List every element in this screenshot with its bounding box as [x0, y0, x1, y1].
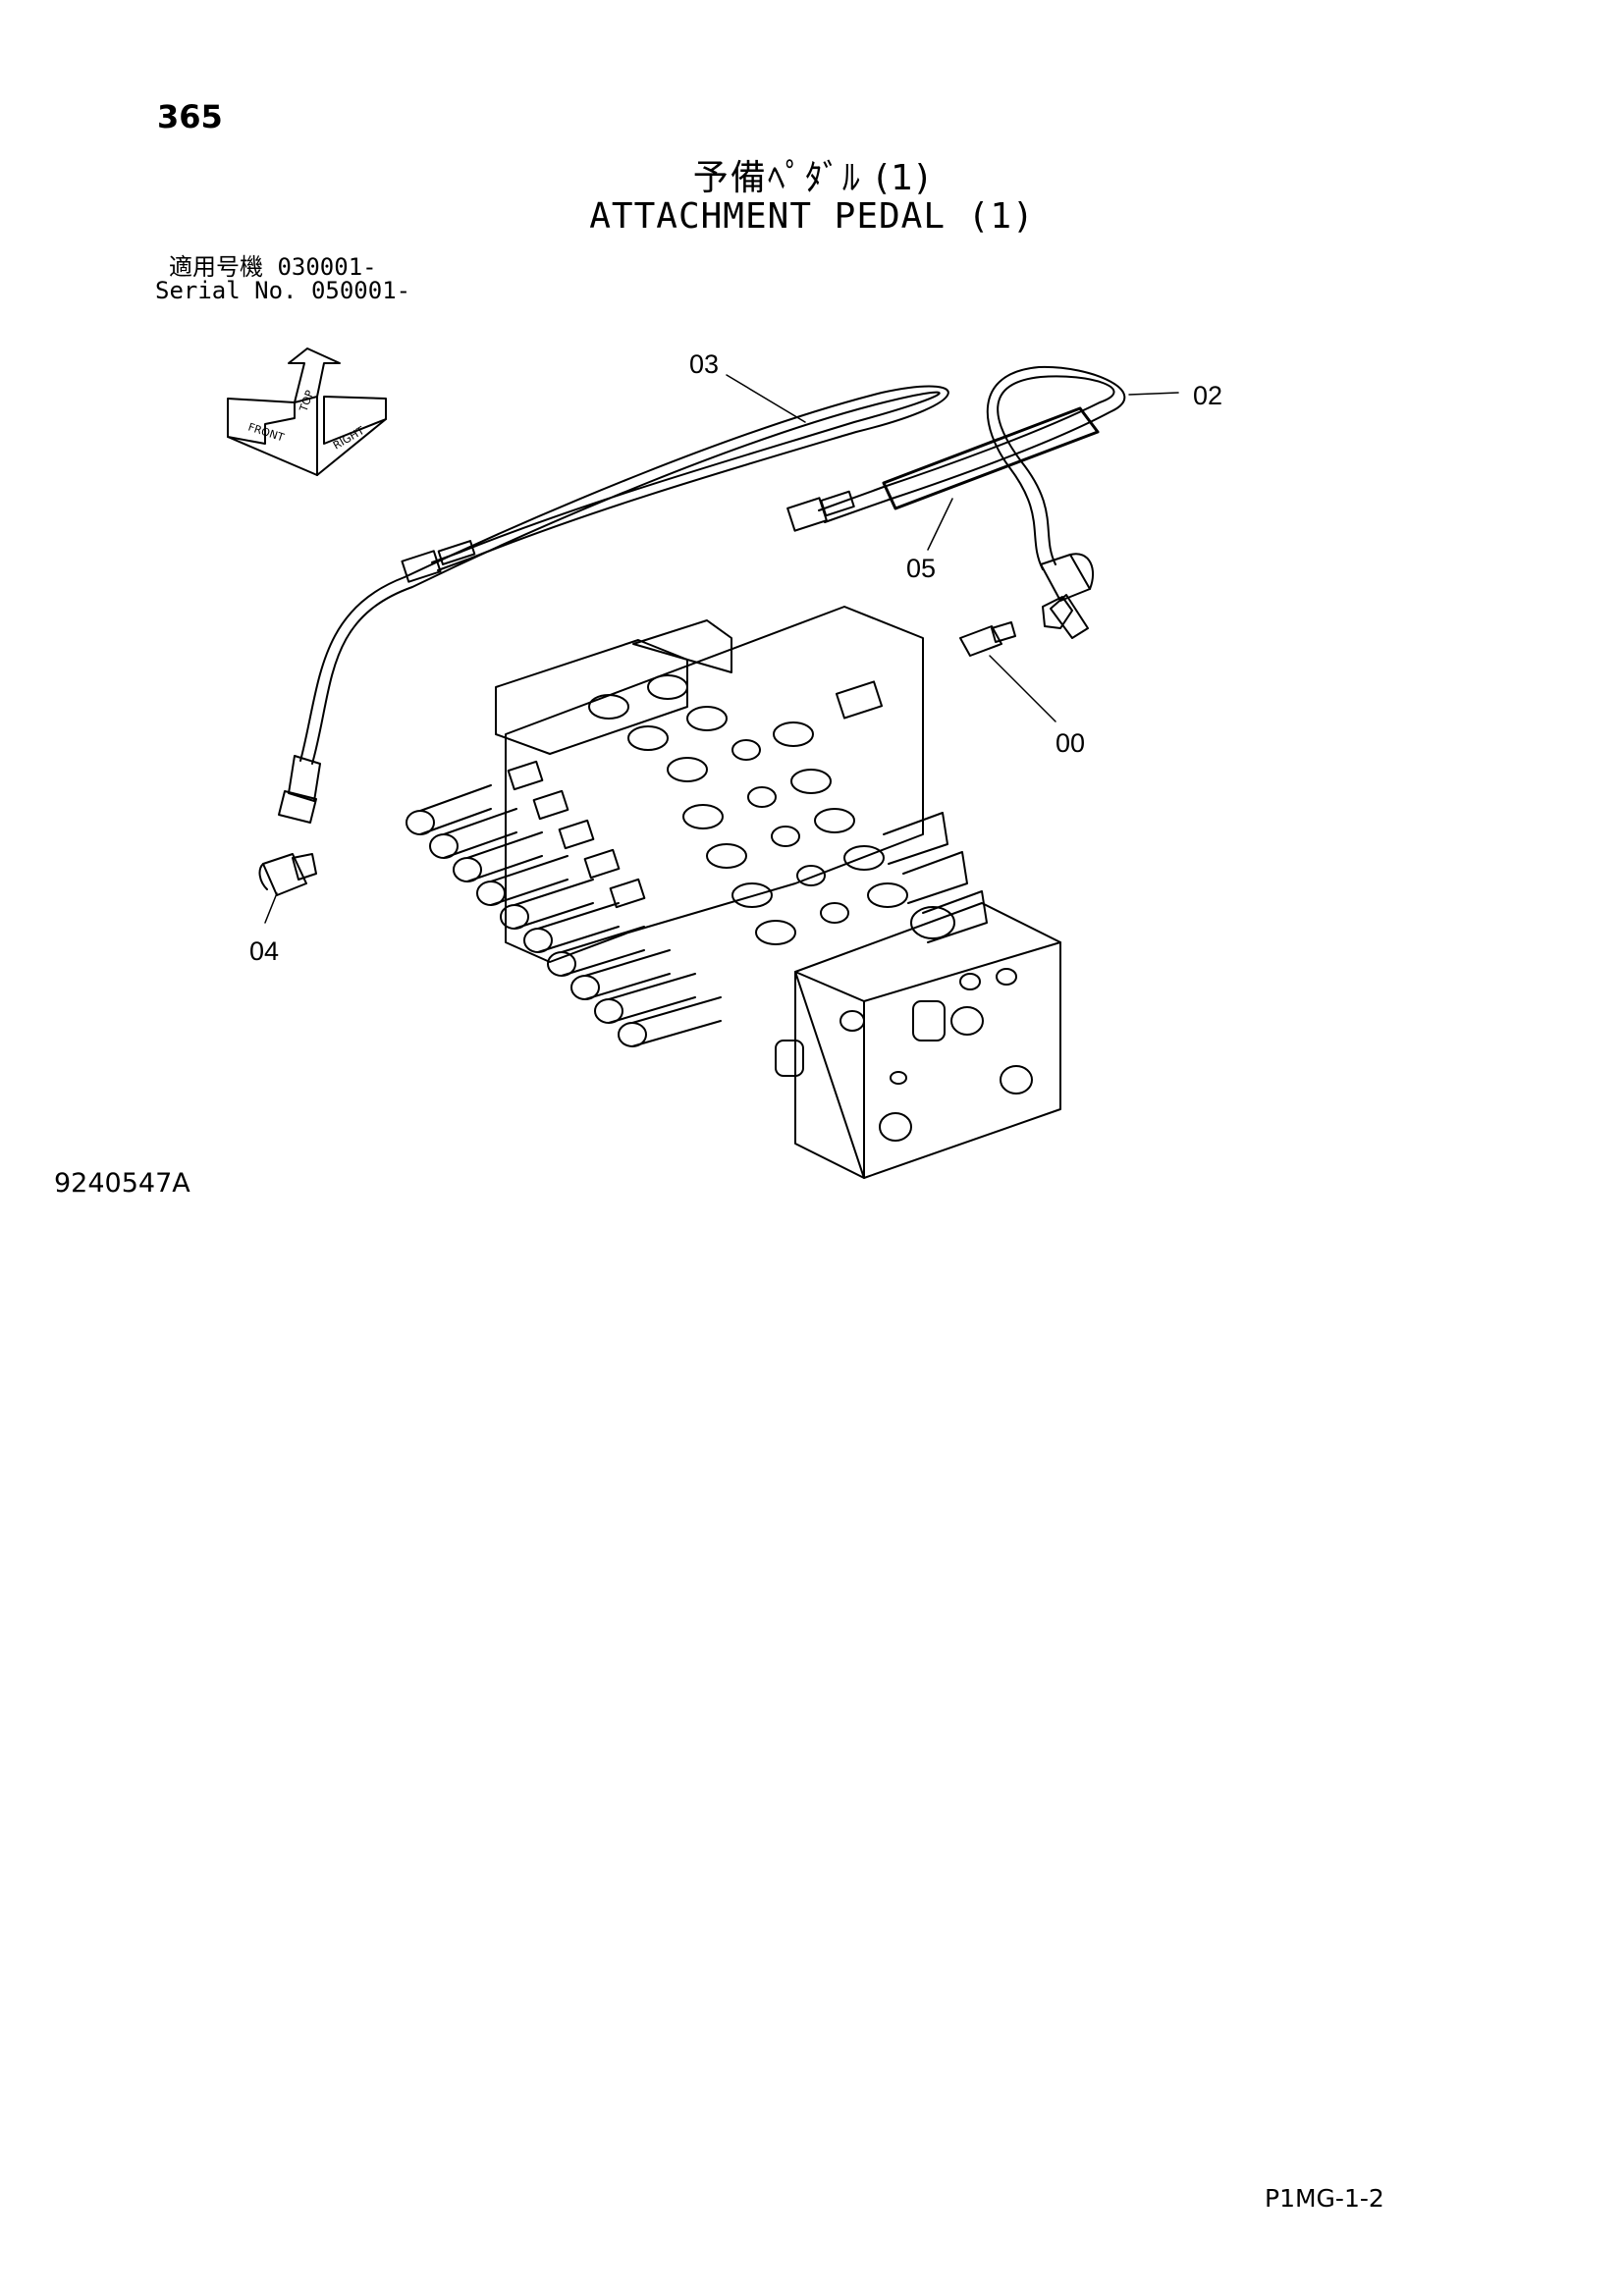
elbow-fitting-04	[258, 853, 317, 896]
hose-02	[786, 365, 1126, 639]
callout-02: 02	[1193, 381, 1222, 410]
orientation-indicator-icon: FRONT TOP RIGHT	[227, 347, 387, 476]
hose-03	[278, 385, 949, 824]
leader-lines	[264, 374, 1179, 924]
spool-row	[406, 784, 722, 1047]
page-code: P1MG-1-2	[1265, 2184, 1384, 2213]
pilot-fittings	[507, 680, 884, 909]
orientation-right-label: RIGHT	[331, 424, 367, 453]
callout-03: 03	[689, 349, 719, 379]
drawing-number: 9240547A	[54, 1168, 190, 1199]
right-spools	[883, 812, 988, 943]
callout-05: 05	[906, 554, 936, 583]
orientation-top-label: TOP	[297, 389, 316, 414]
callout-04: 04	[249, 936, 279, 966]
adapter-00	[959, 596, 1073, 657]
serial-english: Serial No. 050001-	[155, 277, 411, 304]
page-number: 365	[157, 98, 223, 135]
title-english: ATTACHMENT PEDAL (1)	[589, 196, 1035, 237]
callout-00: 00	[1056, 728, 1085, 758]
control-valve	[406, 606, 1061, 1179]
serial-japanese: 適用号機 030001-	[169, 253, 377, 281]
title-japanese: 予備ﾍﾟﾀﾞﾙ (1)	[692, 158, 932, 198]
pilot-ports	[588, 674, 955, 945]
